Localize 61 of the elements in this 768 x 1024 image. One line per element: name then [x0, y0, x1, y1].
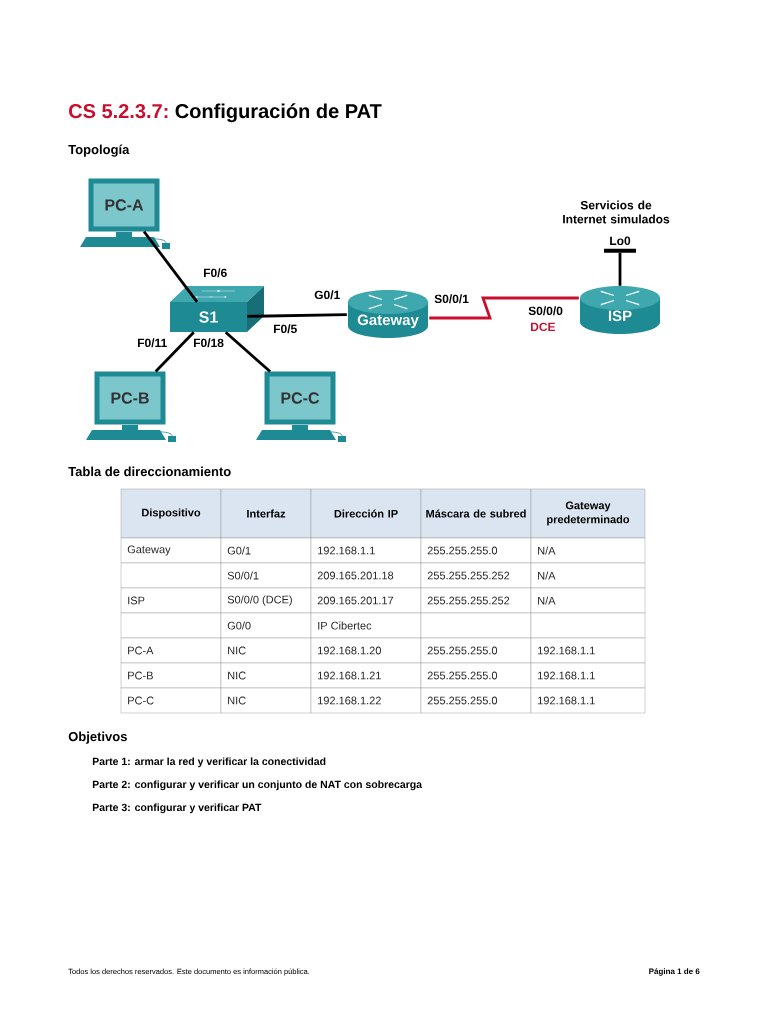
header-cell: Dirección IP [310, 488, 422, 539]
table-cell: ISP [120, 587, 222, 614]
table-cell: PC-A [120, 637, 222, 664]
page-number: Página 1 de 6 [649, 968, 700, 976]
table-cell: 209.165.201.18 [310, 562, 422, 589]
cable-line [142, 230, 199, 303]
table-cell: NIC [220, 662, 312, 689]
port-label: F0/18 [194, 338, 224, 348]
cable-line [154, 331, 195, 373]
cable-line [618, 252, 622, 286]
header-cell: Máscara de subred [420, 488, 532, 539]
section-heading: Objetivos [68, 731, 127, 744]
port-label: S0/0/0 [528, 306, 563, 316]
table-cell: Gateway [120, 537, 222, 564]
cable-line [247, 313, 347, 318]
table-cell: PC-B [120, 662, 222, 689]
port-label: F0/11 [138, 338, 167, 348]
table-cell: S0/0/1 [220, 562, 312, 589]
table-cell: 209.165.201.17 [310, 587, 422, 614]
table-cell: N/A [530, 587, 646, 614]
table-cell: 255.255.255.0 [420, 637, 532, 664]
port-label: Lo0 [610, 236, 631, 246]
table-cell: S0/0/0 (DCE) [220, 587, 312, 614]
objective-text: Parte 1: armar la red y verificar la conectividad [92, 757, 326, 768]
table-cell: G0/0 [220, 612, 312, 639]
header-cell: Interfaz [220, 488, 312, 539]
header-cell: Dispositivo [120, 488, 222, 539]
table-cell: 192.168.1.1 [530, 637, 646, 664]
port-label: DCE [531, 322, 556, 332]
table-cell: 192.168.1.1 [530, 687, 646, 714]
table-cell: 255.255.255.0 [420, 662, 532, 689]
table-cell: G0/1 [220, 537, 312, 564]
objective-text: Parte 2: configurar y verificar un conjunto de NAT con sobrecarga [92, 780, 423, 791]
table-cell: NIC [220, 687, 312, 714]
table-cell: 192.168.1.1 [310, 537, 422, 564]
table-cell: 255.255.255.0 [420, 687, 532, 714]
table-cell: N/A [530, 537, 646, 564]
title-number: CS 5.2.3.7: [69, 104, 168, 119]
cable-line [224, 331, 272, 373]
table-cell: PC-C [120, 687, 222, 714]
title: Configuración de PAT [175, 103, 382, 123]
port-label: F0/6 [204, 268, 227, 278]
table-cell: N/A [530, 562, 646, 589]
section-heading: Tabla de direccionamiento [68, 466, 231, 477]
port-label: S0/0/1 [434, 294, 469, 304]
port-label: F0/5 [274, 324, 297, 334]
section-heading: Topología [68, 144, 130, 157]
objective-text: Parte 3: configurar y verificar PAT [92, 803, 262, 814]
table-cell: 255.255.255.252 [420, 562, 532, 589]
table-cell: 255.255.255.252 [420, 587, 532, 614]
cable-line [429, 296, 579, 320]
table-cell: NIC [220, 637, 312, 664]
table-cell: IP Cibertec [310, 612, 422, 639]
cloud-label: Servicios de Internet simulados [563, 200, 670, 224]
table-cell: 192.168.1.1 [530, 662, 646, 689]
table-cell: 192.168.1.21 [310, 662, 422, 689]
header-cell: Gateway predeterminado [530, 488, 646, 539]
table-cell: 192.168.1.22 [310, 687, 422, 714]
table-cell: 192.168.1.20 [310, 637, 422, 664]
table-cell: 255.255.255.0 [420, 537, 532, 564]
port-label: G0/1 [314, 290, 340, 300]
